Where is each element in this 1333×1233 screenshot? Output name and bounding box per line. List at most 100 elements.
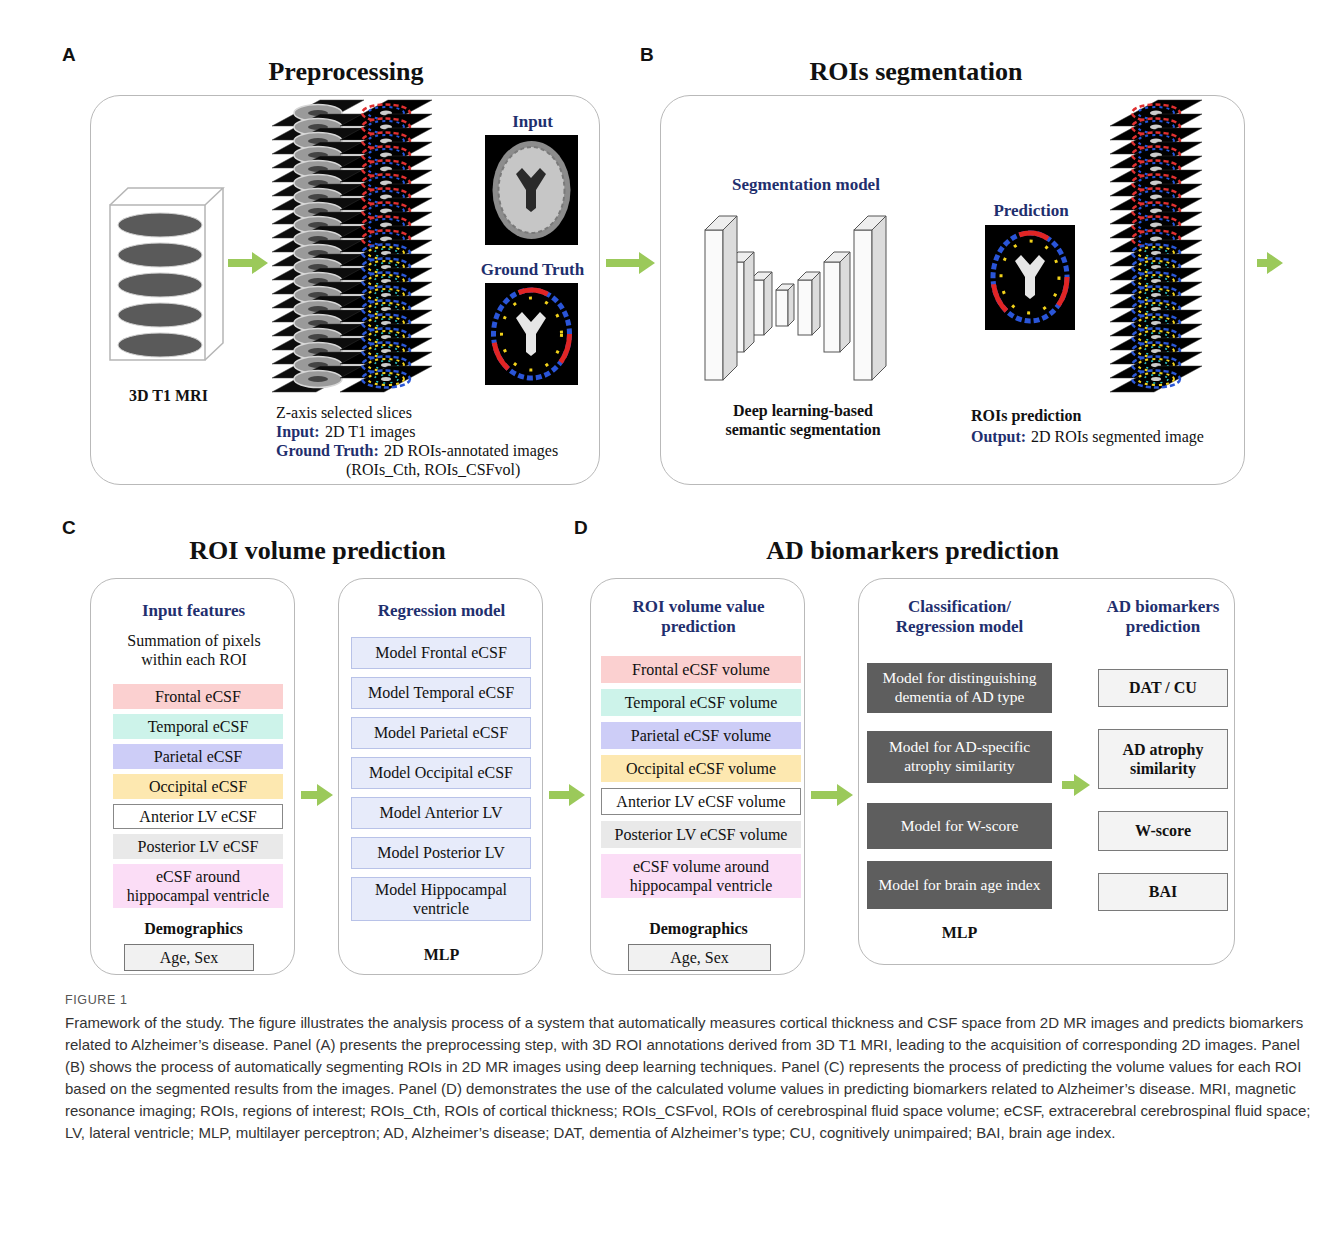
model-box: Model for distinguishing dementia of AD … (867, 663, 1052, 713)
box-text: Model for AD-specific atrophy similarity (872, 738, 1047, 775)
node-heading: Input (471, 112, 594, 132)
box-text: Temporal eCSF volume (625, 693, 778, 712)
figure-number: FIGURE 1 (65, 993, 127, 1008)
node-heading: 2D T1 images (325, 422, 415, 441)
node-heading: Demographics (91, 919, 296, 938)
roi-volume-box: Frontal eCSF volume (601, 656, 801, 683)
node-heading: Input features (91, 601, 296, 621)
box-text: Model for brain age index (879, 876, 1041, 895)
group-box: Input featuresSummation of pixels within… (90, 578, 295, 975)
regression-model-box: Model Anterior LV (351, 797, 531, 829)
box-text: Parietal eCSF volume (631, 726, 771, 745)
roi-feature-box: eCSF around hippocampal ventricle (113, 864, 283, 908)
regression-model-box: Model Frontal eCSF (351, 637, 531, 669)
panel-letter: A (62, 44, 76, 67)
model-box: Model for brain age index (867, 861, 1052, 909)
regression-model-box: Model Occipital eCSF (351, 757, 531, 789)
regression-model-box: Model Parietal eCSF (351, 717, 531, 749)
box-text: Age, Sex (160, 948, 219, 967)
regression-model-box: Model Temporal eCSF (351, 677, 531, 709)
box-text: Occipital eCSF (149, 777, 247, 796)
output-box: DAT / CU (1098, 669, 1228, 707)
regression-model-box: Model Hippocampal ventricle (351, 877, 531, 921)
node-heading: Input: (276, 422, 320, 441)
node-heading: 3D T1 MRI (101, 386, 236, 405)
roi-feature-box: Frontal eCSF (113, 684, 283, 709)
roi-volume-box: Occipital eCSF volume (601, 755, 801, 782)
node-heading: Ground Truth (471, 260, 594, 280)
panel-letter: C (62, 517, 76, 540)
node-heading: Z-axis selected slices (276, 403, 412, 422)
box-text: Parietal eCSF (154, 747, 242, 766)
box-text: Age, Sex (670, 948, 729, 967)
box-text: Anterior LV eCSF (139, 807, 256, 826)
model-box: Model for AD-specific atrophy similarity (867, 731, 1052, 783)
panel-box: Preprocessing3D T1 MRIZ-axis selected sl… (90, 95, 600, 485)
box-text: Posterior LV eCSF (138, 837, 259, 856)
node-heading: Classification/ Regression model (867, 597, 1052, 638)
regression-model-box: Model Posterior LV (351, 837, 531, 869)
node-heading: MLP (867, 923, 1052, 942)
panel-letter: D (574, 517, 588, 540)
roi-volume-box: Anterior LV eCSF volume (601, 788, 801, 815)
box-text: Occipital eCSF volume (626, 759, 776, 778)
demographics-box: Age, Sex (628, 944, 771, 971)
roi-feature-box: Parietal eCSF (113, 744, 283, 769)
node-heading: Prediction (971, 201, 1091, 221)
box-text: Temporal eCSF (148, 717, 249, 736)
node-heading: Preprocessing (91, 56, 601, 87)
roi-volume-box: Posterior LV eCSF volume (601, 821, 801, 848)
box-text: BAI (1149, 882, 1177, 901)
box-text: Model Occipital eCSF (369, 763, 513, 782)
panel-title: AD biomarkers prediction (590, 535, 1235, 566)
node-heading: Output: (971, 427, 1026, 446)
roi-volume-box: eCSF volume around hippocampal ventricle (601, 854, 801, 898)
box-text: eCSF around hippocampal ventricle (118, 867, 278, 905)
image-frame: Prediction (986, 226, 1076, 331)
node-heading: 2D ROIs-annotated images (384, 441, 558, 460)
node-heading: ROIs prediction (971, 406, 1081, 425)
roi-volume-box: Temporal eCSF volume (601, 689, 801, 716)
flow-arrow (811, 784, 853, 806)
node-heading: Demographics (591, 919, 806, 938)
prediction-slice-stack (1110, 100, 1202, 392)
box-text: Model Posterior LV (377, 843, 504, 862)
box-text: Posterior LV eCSF volume (615, 825, 788, 844)
roi-feature-box: Anterior LV eCSF (113, 804, 283, 829)
node-heading: Segmentation model (701, 175, 911, 195)
panel-title: ROI volume prediction (90, 535, 545, 566)
node-heading: MLP (339, 945, 544, 964)
roi-volume-box: Parietal eCSF volume (601, 722, 801, 749)
figure-caption: Framework of the study. The figure illus… (65, 1012, 1315, 1144)
node-heading: ROI volume value prediction (601, 597, 796, 638)
box-text: Model for W-score (901, 817, 1019, 836)
node-heading: AD biomarkers prediction (1093, 597, 1233, 638)
box-text: Frontal eCSF (155, 687, 241, 706)
box-text: Anterior LV eCSF volume (616, 792, 785, 811)
box-text: Model Frontal eCSF (375, 643, 507, 662)
mri-cube (110, 188, 223, 360)
group-box: Regression modelMLP Model Frontal eCSF Mod… (338, 578, 543, 975)
roi-feature-box: Posterior LV eCSF (113, 834, 283, 859)
node-heading: (ROIs_Cth, ROIs_CSFvol) (346, 460, 520, 479)
ground-truth-picture (485, 283, 578, 385)
box-text: Model Hippocampal ventricle (356, 880, 526, 918)
panel-box: ROIs segmentationSegmentation modelDeep … (660, 95, 1245, 485)
roi-feature-box: Occipital eCSF (113, 774, 283, 799)
output-box: AD atrophy similarity (1098, 729, 1228, 789)
flow-arrow (549, 784, 585, 806)
image-frame: Ground Truth (486, 284, 579, 386)
node-heading: 2D ROIs segmented image (1031, 427, 1204, 446)
demographics-box: Age, Sex (124, 944, 254, 971)
box-text: Model Temporal eCSF (368, 683, 514, 702)
box-text: Model for distinguishing dementia of AD … (872, 669, 1047, 706)
flow-arrow (228, 252, 1283, 796)
flow-arrow (301, 784, 333, 806)
node-heading: Regression model (339, 601, 544, 621)
box-text: W-score (1135, 821, 1191, 840)
box-text: Frontal eCSF volume (632, 660, 770, 679)
mri-slice-picture (485, 135, 578, 245)
annotated-slice-stack (340, 100, 432, 392)
panel-letter: B (640, 44, 654, 67)
